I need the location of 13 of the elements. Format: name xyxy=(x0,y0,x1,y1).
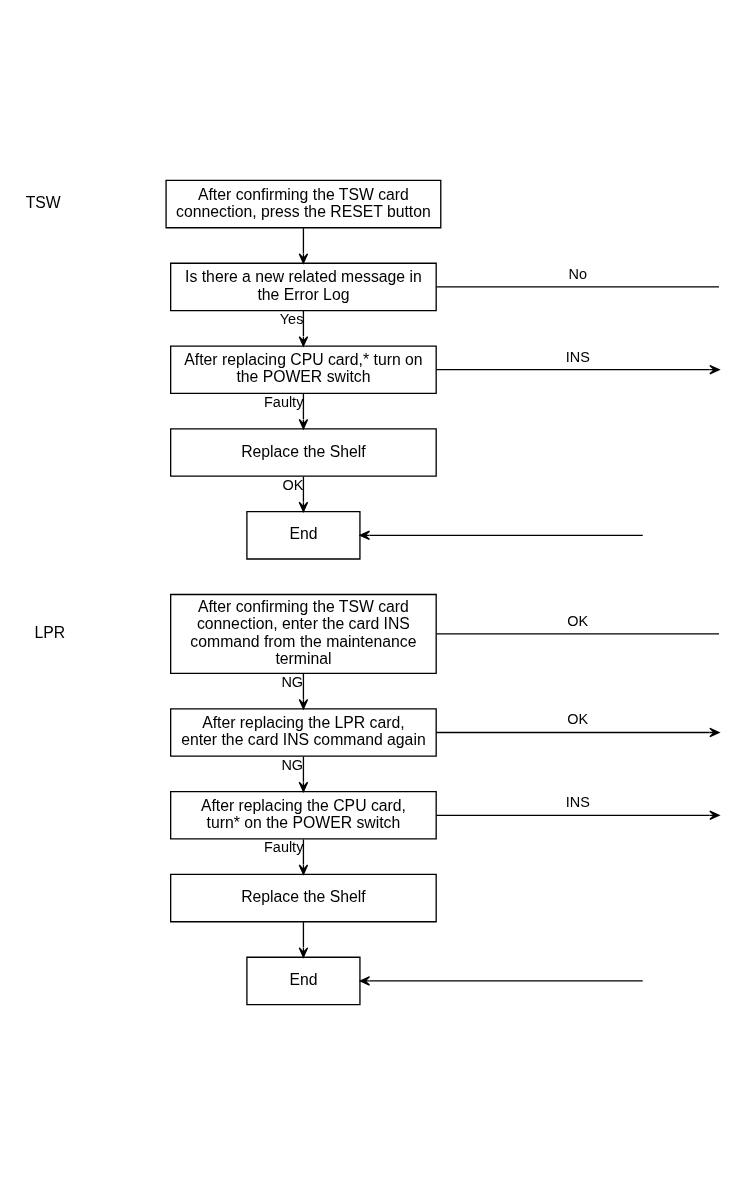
edge-label: OK xyxy=(566,710,588,727)
edge-label: Faulty xyxy=(263,393,303,410)
edge-label: Yes xyxy=(279,310,303,327)
edge-label: INS xyxy=(565,793,590,810)
edge-label: OK xyxy=(281,476,303,493)
edge-label: No xyxy=(568,265,587,282)
edge-label: NG xyxy=(280,756,303,773)
label: LPR xyxy=(33,623,65,641)
label: TSW xyxy=(25,193,61,211)
edge-label: INS xyxy=(565,348,590,365)
edge-label: OK xyxy=(566,612,588,629)
edge-label: NG xyxy=(280,673,303,690)
edge-label: Faulty xyxy=(263,838,303,855)
